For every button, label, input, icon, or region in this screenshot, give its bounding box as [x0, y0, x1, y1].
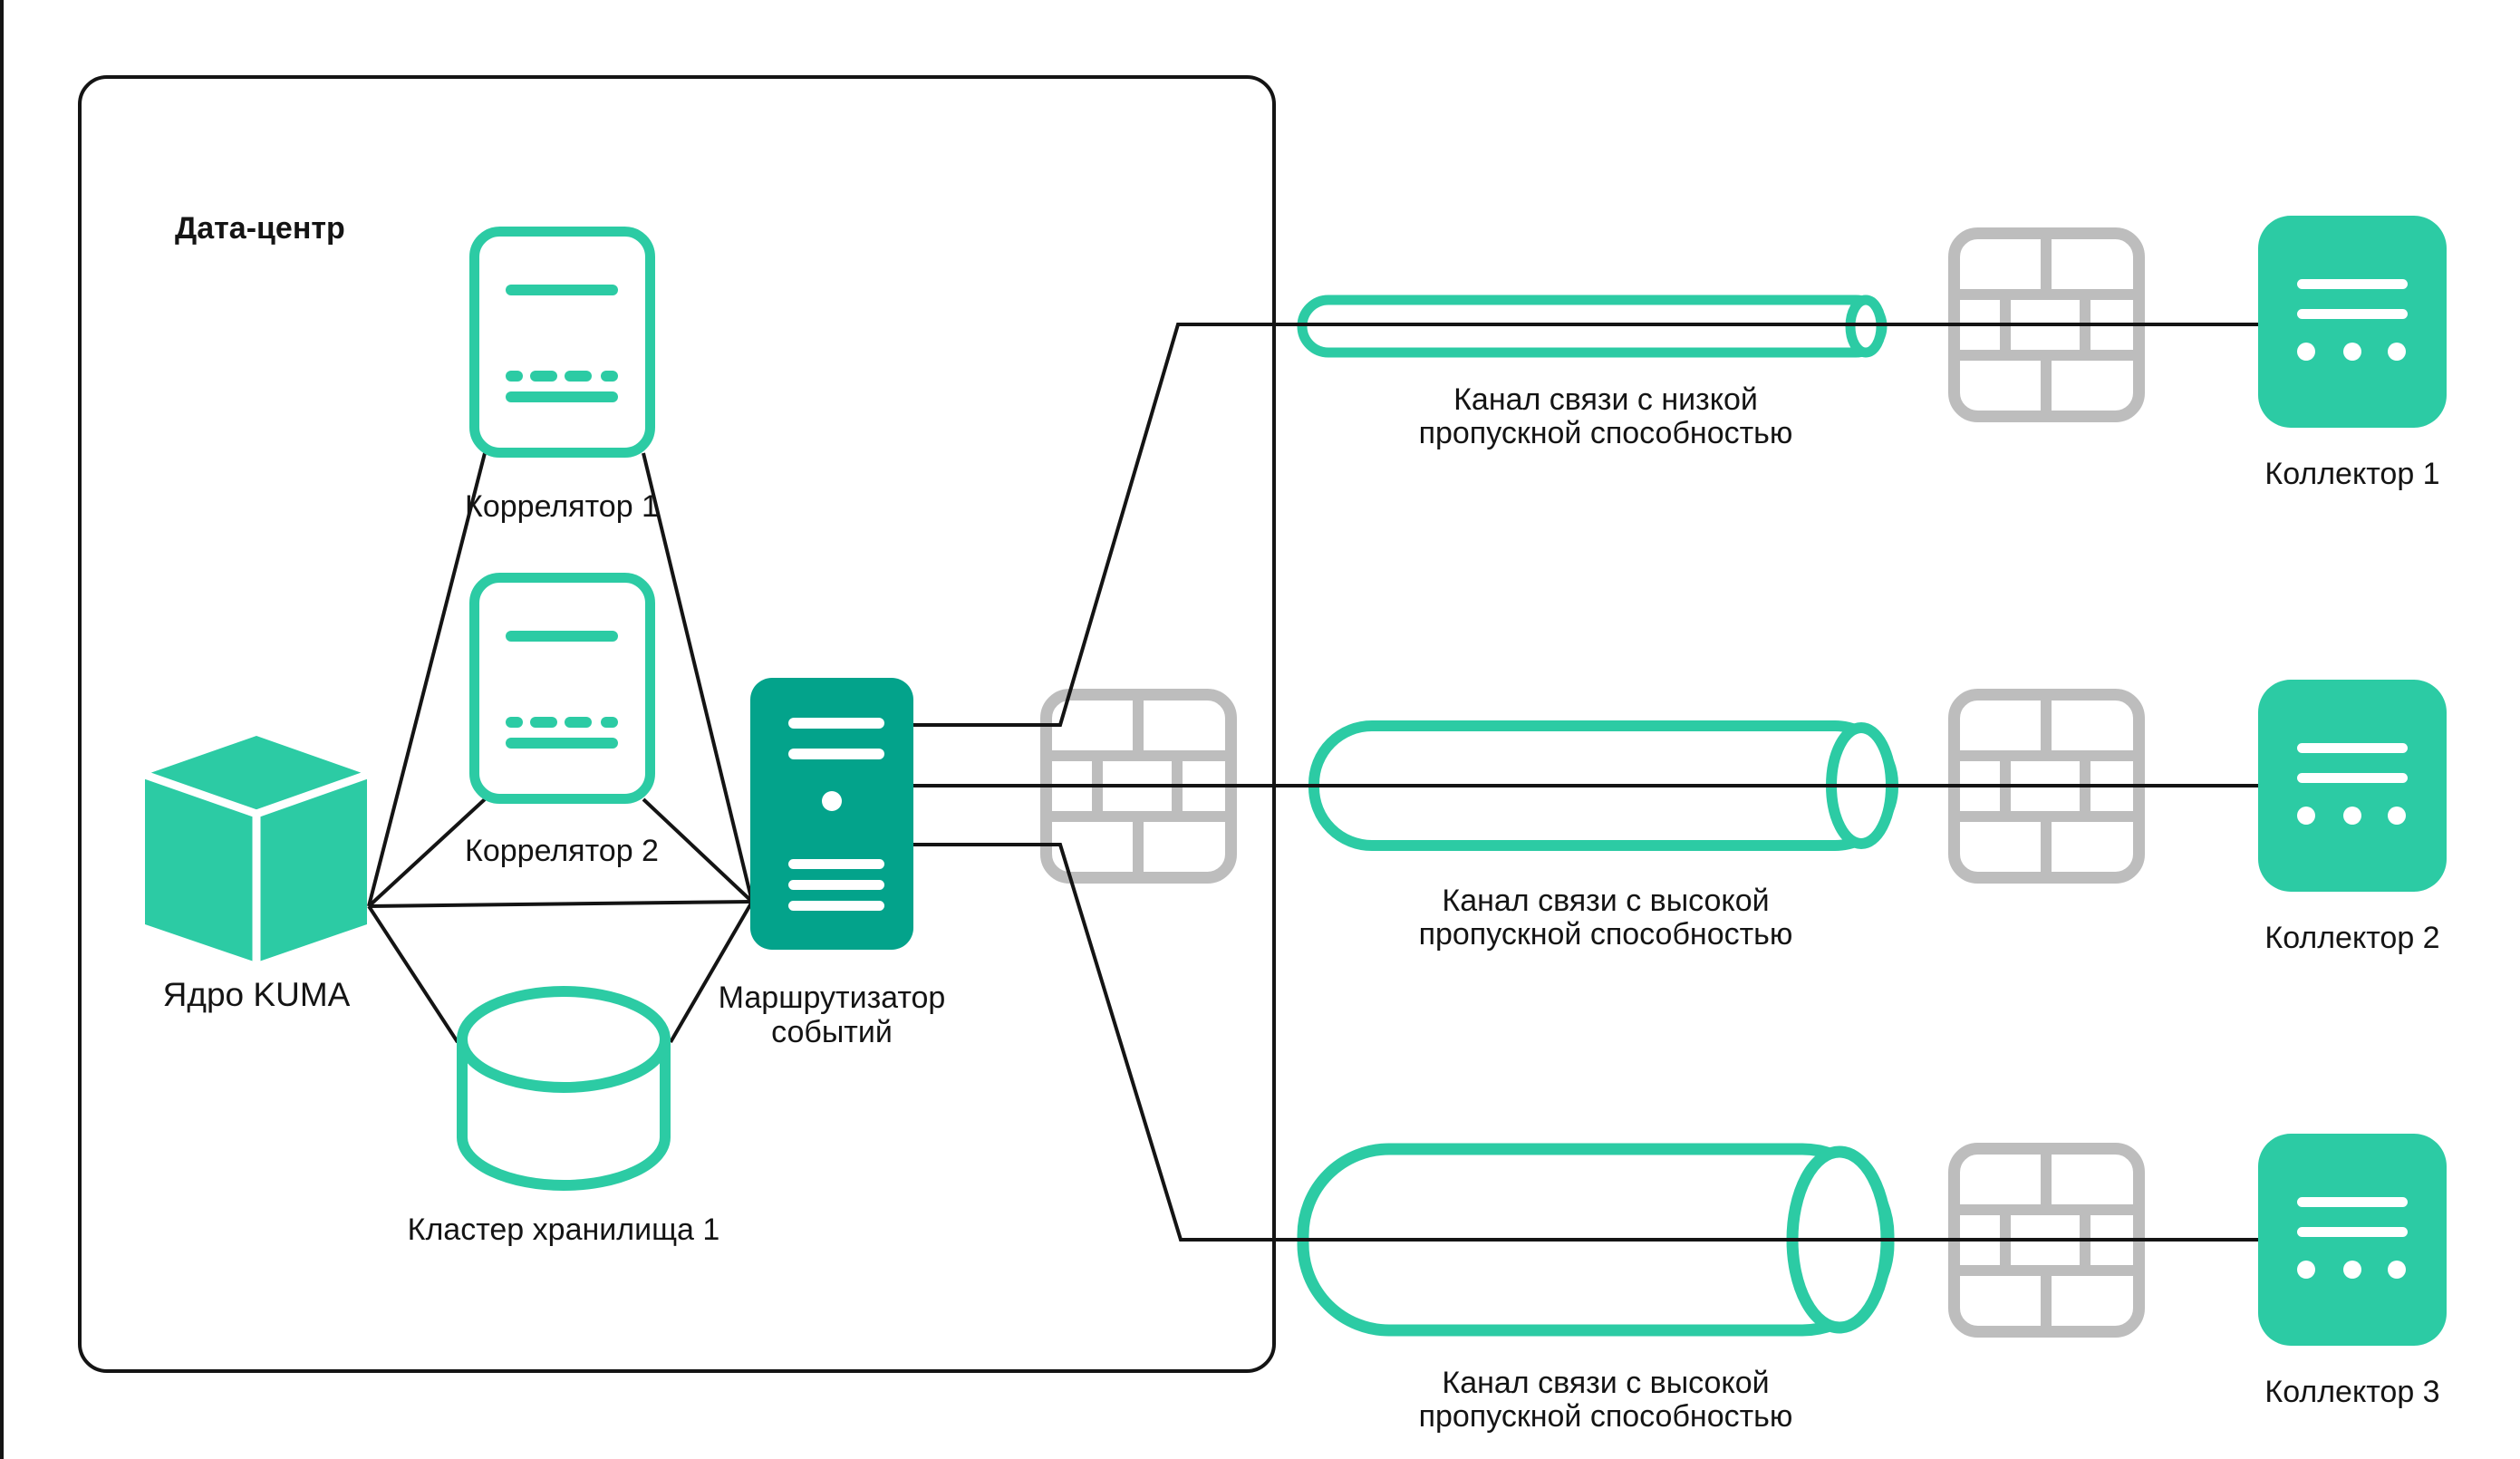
link-correlator1-router: [642, 452, 754, 903]
channel-1-label-line2: пропускной способностью: [1419, 416, 1793, 450]
link-router-collector1: [913, 323, 2258, 727]
server-slot: [788, 749, 884, 759]
collector-server-icon: [2258, 216, 2447, 428]
collector-1-label: Коллектор 1: [2264, 457, 2439, 491]
link-storage-router: [669, 900, 754, 1044]
collector-2-label: Коллектор 2: [2264, 921, 2439, 955]
correlator-1-node: Коррелятор 1: [465, 232, 659, 524]
storage-cluster-label: Кластер хранилища 1: [408, 1213, 720, 1247]
database-cylinder-top: [457, 986, 671, 1093]
collector-1-node: Коллектор 1: [2258, 216, 2447, 491]
kuma-core-label: Ядро KUMA: [163, 976, 351, 1013]
collector-2-node: Коллектор 2: [2258, 680, 2447, 955]
server-led: [822, 791, 842, 811]
channel-2-label-line1: Канал связи с высокой: [1442, 884, 1769, 918]
channel-2-label: Канал связи с высокой пропускной способн…: [1419, 884, 1793, 952]
channel-3-label: Канал связи с высокой пропускной способн…: [1419, 1366, 1793, 1434]
link-core-storage: [367, 904, 459, 1044]
collector-3-node: Коллектор 3: [2258, 1134, 2447, 1409]
datacenter-border: [78, 75, 1276, 1373]
cube-edge: [255, 770, 369, 818]
correlator-2-label: Коррелятор 2: [465, 834, 659, 868]
link-correlator2-router: [642, 797, 754, 903]
link-core-correlator1: [367, 452, 487, 907]
server-vent: [788, 901, 884, 911]
document-lines-icon: [475, 232, 651, 453]
cube-edge: [143, 770, 258, 818]
kuma-core-node: Ядро KUMA: [143, 736, 369, 1013]
event-router-label-line2: событий: [771, 1015, 893, 1049]
server-slot: [788, 718, 884, 729]
server-vent: [788, 880, 884, 890]
document-lines-icon: [475, 578, 651, 799]
link-core-router: [368, 900, 753, 908]
correlator-2-node: Коррелятор 2: [465, 578, 659, 868]
link-core-correlator2: [367, 797, 487, 908]
event-router-label-line1: Маршрутизатор: [719, 981, 946, 1015]
link-router-collector3: [913, 843, 2258, 1242]
channel-3-label-line2: пропускной способностью: [1419, 1399, 1793, 1434]
channel-1-label: Канал связи с низкой пропускной способно…: [1419, 382, 1793, 450]
channel-3-label-line1: Канал связи с высокой: [1442, 1366, 1769, 1400]
storage-cluster-node: Кластер хранилища 1: [408, 986, 720, 1247]
collector-server-icon: [2258, 1134, 2447, 1346]
event-router-node: Маршрутизатор событий: [719, 678, 946, 1049]
datacenter-box: Дата-центр: [78, 75, 1276, 1373]
channel-2-label-line2: пропускной способностью: [1419, 917, 1793, 952]
correlator-1-label: Коррелятор 1: [465, 489, 659, 524]
collector-server-icon: [2258, 680, 2447, 892]
connector-lines: [367, 323, 2258, 1242]
collector-3-label: Коллектор 3: [2264, 1375, 2439, 1409]
channel-1-label-line1: Канал связи с низкой: [1453, 382, 1758, 417]
server-vent: [788, 859, 884, 869]
datacenter-label: Дата-центр: [175, 211, 345, 246]
